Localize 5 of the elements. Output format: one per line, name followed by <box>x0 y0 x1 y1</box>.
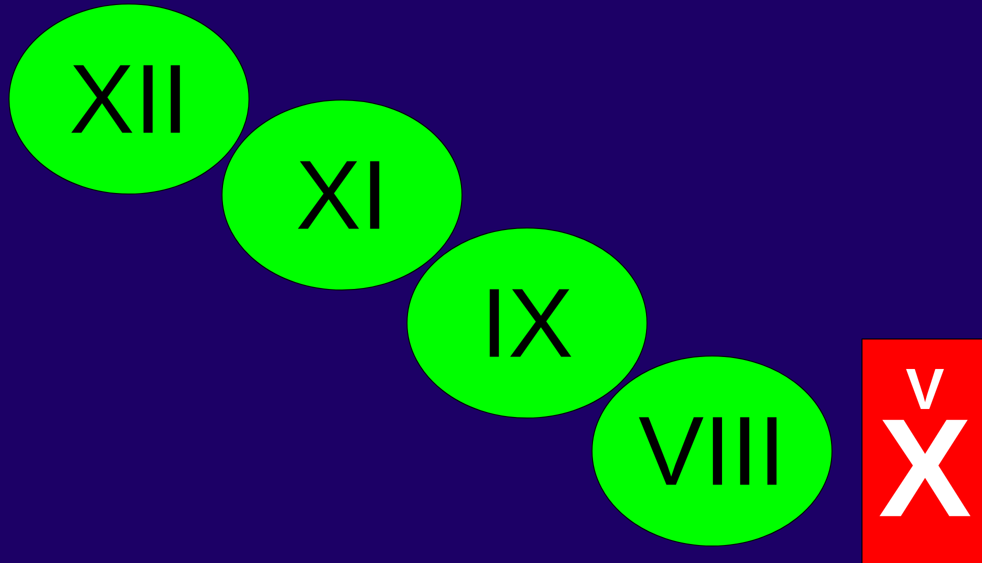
oval-node: XI <box>222 100 462 290</box>
oval-node: IX <box>406 228 648 418</box>
oval-node: VIII <box>592 356 832 546</box>
sign-box: V X <box>862 338 982 563</box>
oval-node: XII <box>8 4 250 194</box>
